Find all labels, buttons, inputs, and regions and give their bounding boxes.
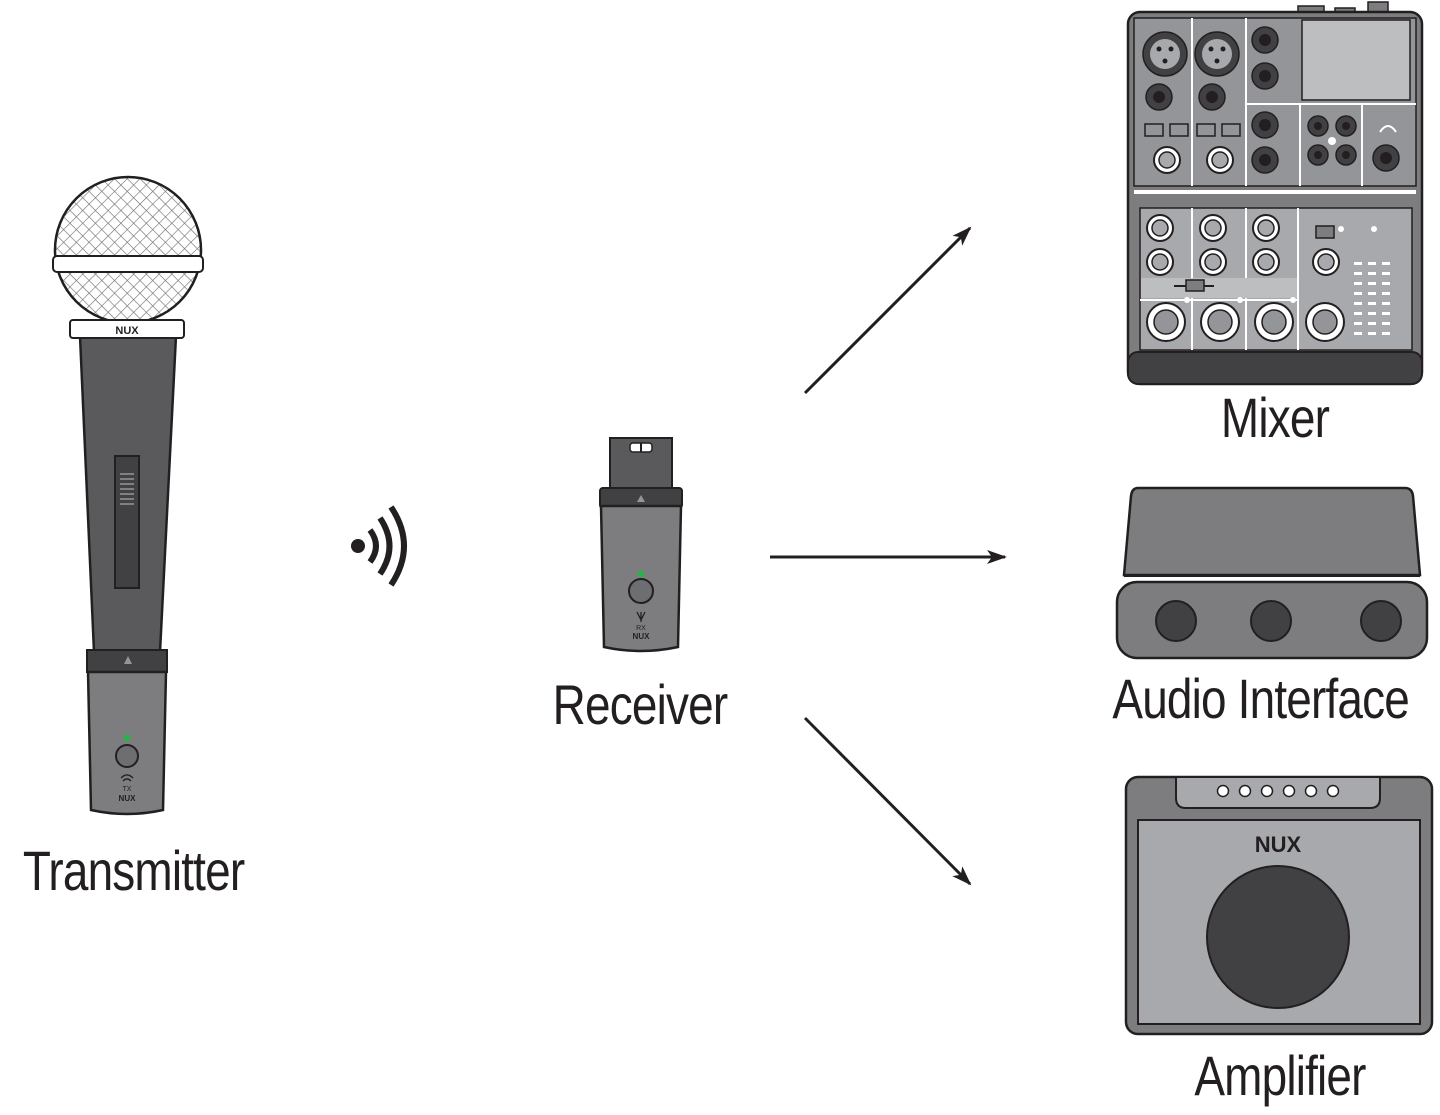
microphone-transmitter-icon: NUX TX NUX [52,175,204,816]
receiver-power-button-icon [628,578,654,604]
label-audio-interface: Audio Interface [1112,667,1409,730]
mixer-icon [1126,1,1424,386]
amplifier-icon: NUX [1124,775,1434,1036]
arrow-to-mixer [803,226,972,395]
headphone-icon [1379,125,1397,133]
receiver-led-icon [637,570,645,578]
label-mixer: Mixer [1220,386,1330,449]
receiver-logo: NUX [633,632,651,641]
wireless-small-icon [120,774,134,782]
transmitter-power-button-icon [115,744,139,768]
antenna-small-icon [636,611,646,622]
label-transmitter: Transmitter [22,839,245,902]
label-amplifier: Amplifier [1194,1044,1366,1107]
transmitter-logo: NUX [119,794,137,803]
amp-control-buttons [1216,784,1340,798]
amp-logo: NUX [1255,832,1302,857]
audio-interface-icon [1115,486,1429,660]
label-receiver: Receiver [552,673,728,736]
transmitter-led-icon [123,734,131,742]
arrow-to-amplifier [803,716,972,886]
mic-logo: NUX [115,325,139,337]
transmitter-tag: TX [123,786,132,793]
wireless-signal-icon [351,505,407,587]
receiver-icon: RX NUX [599,437,683,653]
speaker-cone-icon [1206,865,1350,1009]
receiver-tag: RX [636,625,646,632]
